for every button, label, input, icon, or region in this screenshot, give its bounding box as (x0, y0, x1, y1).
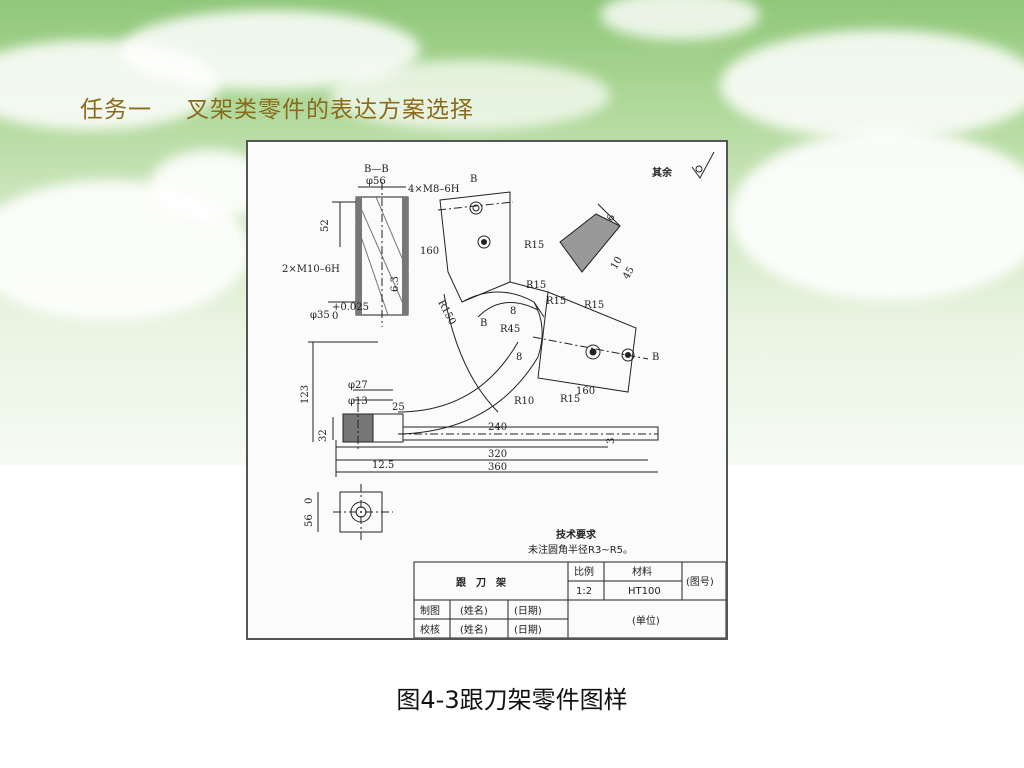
tb-date1: (日期) (514, 605, 542, 617)
dim-r15-c: R15 (546, 296, 566, 307)
dim-0: 0 (304, 498, 315, 504)
tb-material-label: 材料 (632, 565, 652, 578)
tech-note: 未注圆角半径R3~R5。 (528, 543, 633, 556)
dim-56b: 56 (304, 514, 315, 527)
surface-note: 其余 (652, 166, 673, 179)
dim-32: 32 (318, 429, 329, 442)
tb-scale-label: 比例 (574, 565, 594, 578)
dim-320: 320 (488, 449, 507, 460)
tb-name1: (姓名) (460, 604, 488, 617)
dim-r15-d: R15 (584, 300, 604, 311)
dim-d35-tol: +0.025 (332, 302, 369, 313)
dim-b-top: B (470, 174, 477, 185)
dim-thread-top: 4×M8–6H (408, 184, 460, 195)
drawing-svg: 其余 B—B φ56 4×M8–6H B 52 2×M10–6H 6.3 φ35… (282, 151, 726, 638)
dim-d27: φ27 (348, 380, 368, 391)
tech-title: 技术要求 (556, 528, 597, 541)
dim-r10: R10 (514, 396, 534, 407)
dim-thread-left: 2×M10–6H (282, 264, 340, 275)
tb-drawing-no: (图号) (686, 576, 714, 588)
dim-d56: φ56 (366, 176, 386, 187)
tb-drawn-label: 制图 (420, 604, 440, 617)
dim-b-right: B (652, 352, 659, 363)
dim-r15-e: R15 (560, 394, 580, 405)
dim-r45: R45 (500, 324, 520, 335)
tb-material-value: HT100 (628, 586, 661, 597)
dim-3: 3 (606, 438, 617, 444)
dim-12-5: 12.5 (372, 460, 394, 471)
dim-d35: φ35 (310, 310, 330, 321)
tb-scale-value: 1:2 (576, 586, 592, 597)
dim-a160-bot: 160 (576, 386, 595, 397)
tb-checked-label: 校核 (420, 623, 440, 636)
dim-123: 123 (300, 385, 311, 404)
dim-52: 52 (320, 219, 331, 232)
tb-part-name: 跟 刀 架 (456, 576, 506, 589)
slide-title: 任务一 叉架类零件的表达方案选择 (80, 90, 474, 124)
engineering-drawing: 其余 B—B φ56 4×M8–6H B 52 2×M10–6H 6.3 φ35… (246, 140, 728, 640)
dim-10: 10 (609, 255, 625, 272)
dim-45: 45 (621, 265, 637, 282)
tb-name2: (姓名) (460, 623, 488, 636)
figure-caption: 图4-3跟刀架零件图样 (396, 686, 628, 714)
title-text: 叉架类零件的表达方案选择 (186, 97, 474, 123)
title-task: 任务一 (80, 97, 152, 123)
dim-d35-tol0: 0 (332, 311, 338, 322)
section-label: B—B (364, 164, 389, 175)
tb-date2: (日期) (514, 624, 542, 636)
dim-8b: 8 (516, 352, 522, 363)
dim-360: 360 (488, 462, 507, 473)
dim-r150: R150 (435, 298, 457, 327)
dim-25: 25 (392, 402, 405, 413)
tb-unit: (单位) (632, 614, 660, 627)
dim-r15-b: R15 (526, 280, 546, 291)
dim-b-left: B (480, 318, 487, 329)
dim-240: 240 (488, 422, 507, 433)
dim-r15-a: R15 (524, 240, 544, 251)
dim-a160-top: 160 (420, 246, 439, 257)
sky-background (0, 0, 1024, 465)
dim-d13: φ13 (348, 396, 368, 407)
dim-8a: 8 (510, 306, 516, 317)
dim-6: 6 (605, 212, 618, 223)
dim-roughness-63: 6.3 (390, 276, 401, 292)
